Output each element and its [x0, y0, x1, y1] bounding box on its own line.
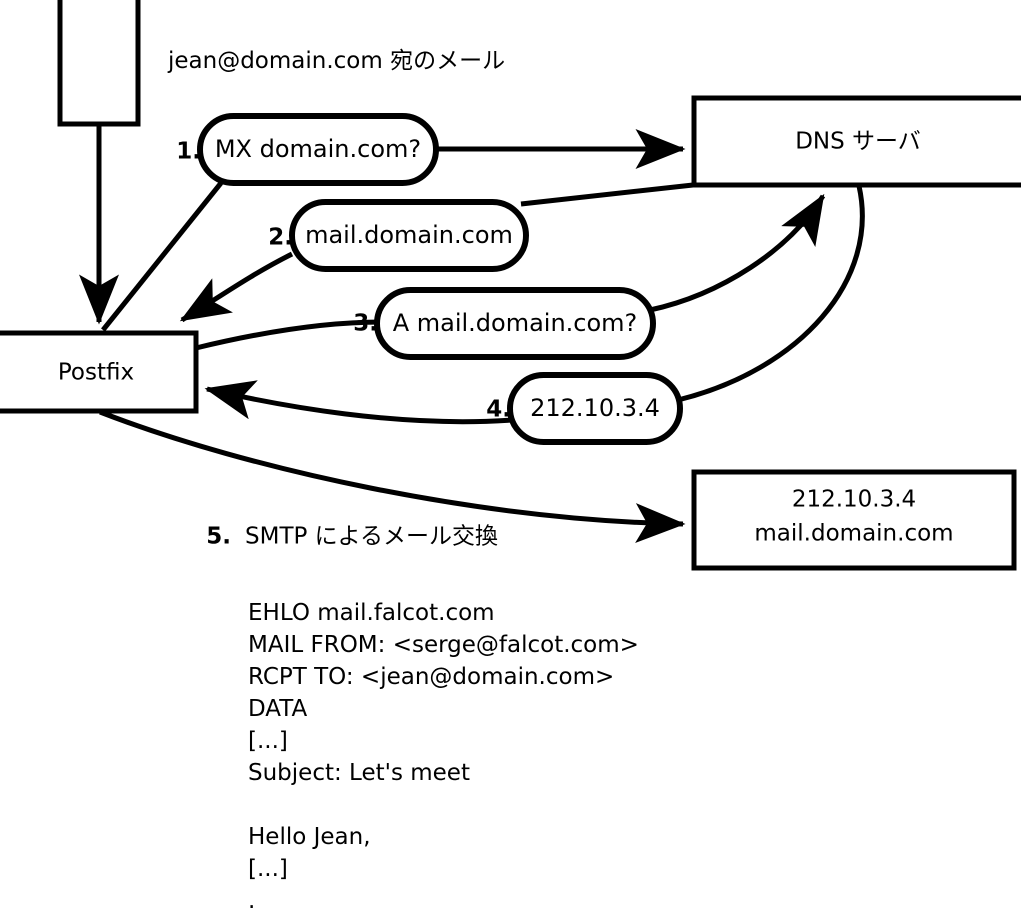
connector-postfix-to-target: [99, 409, 686, 544]
step-5-number: 5.: [206, 524, 231, 550]
target-box: [691, 469, 1017, 571]
step-2-bubble: [289, 199, 529, 272]
transcript-line: Subject: Let's meet: [248, 760, 470, 786]
connector-dns-to-step4-bubble: [677, 185, 865, 403]
connector-postfix-to-step3-bubble: [195, 319, 383, 351]
step-5-label: SMTP によるメール交換: [245, 524, 498, 550]
target-box-hostname: mail.domain.com: [754, 521, 953, 547]
step-3-number: 3.: [353, 311, 378, 337]
postfix-box: [0, 330, 199, 414]
transcript-line: [...]: [248, 856, 288, 882]
connector-postfix-to-step1-bubble: [101, 181, 223, 332]
transcript-line: Hello Jean,: [248, 824, 371, 850]
smtp-transcript: EHLO mail.falcot.com MAIL FROM: <serge@f…: [248, 600, 639, 914]
connector-step4-to-postfix: [204, 380, 513, 425]
transcript-line: [...]: [248, 728, 288, 754]
connector-step2-to-postfix: [179, 251, 294, 323]
transcript-line: MAIL FROM: <serge@falcot.com>: [248, 632, 639, 658]
transcript-line: EHLO mail.falcot.com: [248, 600, 495, 626]
step-4-label: 212.10.3.4: [530, 394, 660, 422]
mail-destination-note: jean@domain.com 宛のメール: [167, 48, 505, 74]
connector-step3-to-dns: [649, 193, 826, 313]
transcript-line: DATA: [248, 696, 308, 722]
dns-box: [691, 95, 1021, 188]
step-1-bubble: [197, 113, 439, 186]
transcript-line: .: [248, 888, 255, 914]
step-1-number: 1.: [176, 139, 201, 165]
step-1-label: MX domain.com?: [215, 135, 421, 163]
step-4-number: 4.: [486, 397, 511, 423]
sender-box: [57, 0, 141, 127]
step-2-number: 2.: [268, 225, 293, 251]
postfix-box-label: Postfix: [58, 360, 134, 386]
dns-box-label: DNS サーバ: [795, 129, 921, 155]
target-box-ip: 212.10.3.4: [792, 487, 916, 513]
step-3-label: A mail.domain.com?: [393, 309, 638, 337]
step-4-bubble: [507, 372, 683, 445]
step-2-label: mail.domain.com: [305, 221, 513, 249]
connector-dns-to-step2-bubble: [520, 182, 694, 207]
step-3-bubble: [374, 287, 656, 360]
transcript-line: RCPT TO: <jean@domain.com>: [248, 664, 614, 690]
